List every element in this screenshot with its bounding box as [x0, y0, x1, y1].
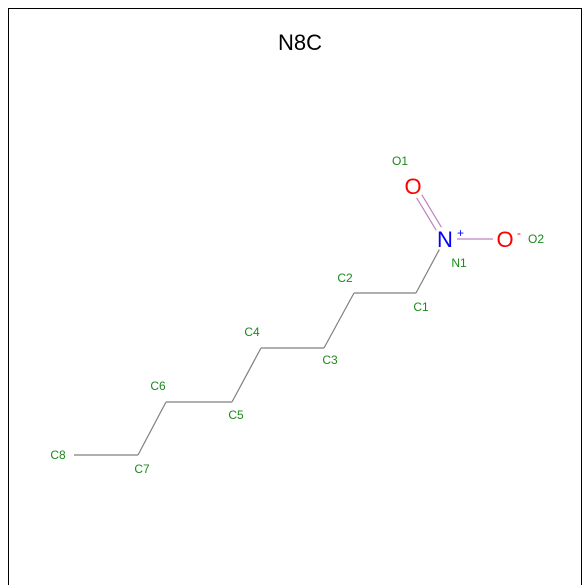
bond-c3-c2: [323, 292, 355, 349]
atom-label-c8: C8: [50, 448, 66, 462]
bond-c5-c4: [231, 347, 262, 403]
bond-n1-o1-second: [416, 197, 437, 231]
diagram-title: N8C: [278, 30, 322, 55]
atom-symbol-n1: N: [437, 227, 453, 252]
atom-symbol-o2: O: [496, 227, 513, 252]
atom-charge-n1: +: [457, 226, 464, 240]
atom-label-c3: C3: [322, 353, 338, 367]
atom-label-c4: C4: [244, 325, 260, 339]
bond-n1-o1: [421, 194, 442, 228]
atom-charge-o2: -: [517, 226, 521, 240]
atom-label-c7: C7: [134, 462, 150, 476]
atom-label-n1: N1: [451, 256, 467, 270]
atom-label-c2: C2: [337, 271, 353, 285]
bond-c1-n1: [415, 249, 440, 294]
bond-c7-c6: [137, 401, 167, 456]
atom-label-c1: C1: [413, 300, 429, 314]
atom-label-o1: O1: [392, 154, 408, 168]
atom-label-c6: C6: [150, 379, 166, 393]
atom-symbol-o1: O: [404, 174, 421, 199]
atom-label-c5: C5: [228, 408, 244, 422]
atom-label-o2: O2: [528, 232, 544, 246]
diagram-frame: [8, 8, 582, 585]
